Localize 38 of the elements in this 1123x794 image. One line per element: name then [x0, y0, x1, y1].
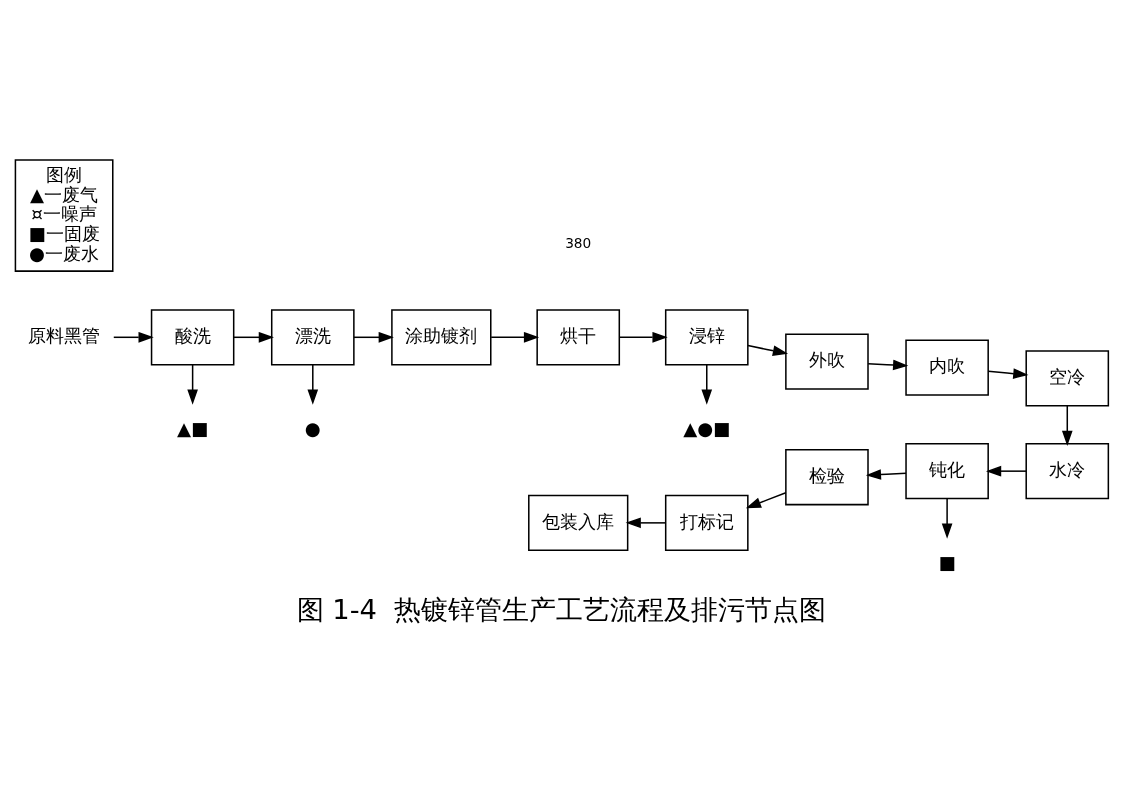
node-box: 打标记: [664, 494, 749, 551]
arrow: [307, 364, 319, 405]
node-box: 内吹: [905, 339, 989, 396]
node-box: 酸洗: [150, 309, 235, 366]
node-box: 烘干: [536, 309, 621, 366]
arrow: [867, 359, 909, 371]
arrow: [233, 331, 274, 343]
node-box: 漂洗: [270, 309, 355, 366]
node-box: 涂助镀剂: [391, 309, 492, 366]
arrow: [113, 331, 154, 343]
arrow: [745, 491, 787, 509]
arrow: [1061, 405, 1073, 446]
node-box: 水冷: [1025, 443, 1110, 500]
arrow: [987, 368, 1029, 379]
caption: 图 1-4 热镀锌管生产工艺流程及排污节点图: [296, 594, 827, 626]
node-box: 空冷: [1025, 350, 1110, 407]
node-box: 外吹: [785, 333, 869, 390]
node-box: 包装入库: [528, 494, 629, 551]
label: 380: [565, 234, 592, 251]
arrow: [490, 331, 540, 343]
arrow: [865, 469, 907, 480]
arrow: [618, 331, 668, 343]
arrow: [941, 497, 953, 539]
node-box: 钝化: [905, 443, 989, 500]
arrow: [701, 364, 713, 405]
arrow: [747, 344, 789, 356]
node-text: ▲●■: [683, 417, 731, 439]
arrow: [625, 517, 667, 529]
node-text: ▲■: [176, 417, 209, 439]
node-box: 图例 ▲一废气 ¤一噪声 ■一固废 ●一废水: [14, 159, 114, 272]
arrow: [985, 465, 1027, 477]
node-text: 原料黑管: [28, 325, 101, 347]
arrow: [187, 364, 198, 405]
node-box: 浸锌: [664, 309, 749, 366]
node-text: ■: [938, 551, 956, 573]
node-box: 检验: [785, 449, 869, 506]
node-text: ●: [304, 417, 321, 439]
arrow: [353, 331, 394, 343]
